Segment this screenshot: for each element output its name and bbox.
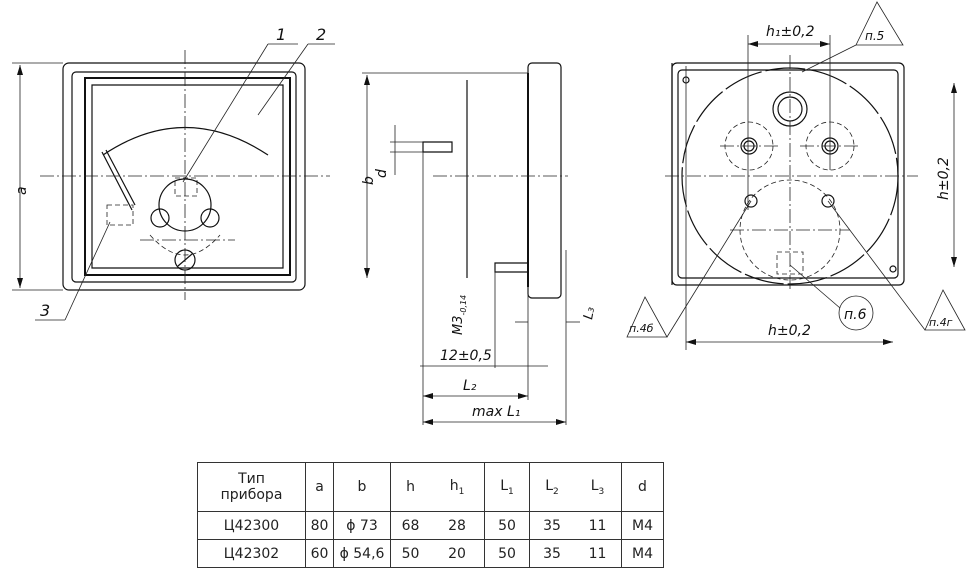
dim-b-label: b (361, 176, 377, 185)
cell-h: 68 (390, 511, 430, 540)
thread-label: М3-0,14 (451, 295, 468, 335)
header-d: d (621, 462, 664, 512)
cell-b: ϕ 73 (333, 511, 391, 540)
callout-2: 2 (316, 25, 326, 44)
dim-h1-label: h₁±0,2 (766, 24, 815, 40)
cell-L2: 35 (529, 539, 574, 568)
table-row: Ц42300 80 ϕ 73 68 28 50 35 11 М4 (197, 511, 664, 540)
cell-L3: 11 (574, 511, 622, 540)
cell-d: М4 (621, 511, 664, 540)
table-row: Ц42302 60 ϕ 54,6 50 20 50 35 11 М4 (197, 539, 664, 568)
cell-b: ϕ 54,6 (333, 539, 391, 568)
cell-h1: 20 (430, 539, 485, 568)
dim-L1-label: max L₁ (472, 404, 520, 420)
header-L2: L2 (529, 462, 574, 512)
cell-h1: 28 (430, 511, 485, 540)
dimensions-table: Тип прибора a b h h1 L1 L2 L3 d Ц42300 8… (197, 462, 664, 568)
rear-view: h₁±0,2 h±0,2 h±0,2 п.5 п.4б п.4г п.6 (626, 1, 966, 350)
cell-L1: 50 (484, 539, 530, 568)
header-L3: L3 (574, 462, 622, 512)
cell-L3: 11 (574, 539, 622, 568)
cell-type: Ц42300 (197, 511, 306, 540)
dim-12-label: 12±0,5 (440, 348, 492, 364)
cell-d: М4 (621, 539, 664, 568)
header-a: a (305, 462, 334, 512)
cell-type: Ц42302 (197, 539, 306, 568)
cell-L1: 50 (484, 511, 530, 540)
note-4g: п.4г (929, 316, 953, 329)
dim-L2-label: L₂ (463, 378, 477, 394)
note-4b: п.4б (629, 322, 654, 335)
callout-3: 3 (40, 301, 50, 320)
table-header-row: Тип прибора a b h h1 L1 L2 L3 d (197, 462, 664, 512)
cell-a: 80 (305, 511, 334, 540)
side-view: b d М3-0,14 12±0,5 L₂ max L₁ L₃ (361, 62, 598, 425)
note-6: п.6 (844, 307, 867, 323)
dim-h-horiz-label: h±0,2 (768, 323, 811, 339)
front-view: a 1 2 3 (12, 25, 335, 321)
note-5: п.5 (865, 29, 884, 43)
cell-h: 50 (390, 539, 430, 568)
header-type: Тип прибора (197, 462, 306, 512)
cell-a: 60 (305, 539, 334, 568)
dim-a-label: a (14, 186, 30, 195)
header-L1: L1 (484, 462, 530, 512)
header-h: h (390, 462, 430, 512)
cell-L2: 35 (529, 511, 574, 540)
dim-L3-label: L₃ (581, 306, 598, 321)
header-b: b (333, 462, 391, 512)
dim-h-vert-label: h±0,2 (936, 157, 952, 200)
header-h1: h1 (430, 462, 485, 512)
dim-d-label: d (374, 169, 390, 178)
callout-1: 1 (276, 25, 286, 44)
